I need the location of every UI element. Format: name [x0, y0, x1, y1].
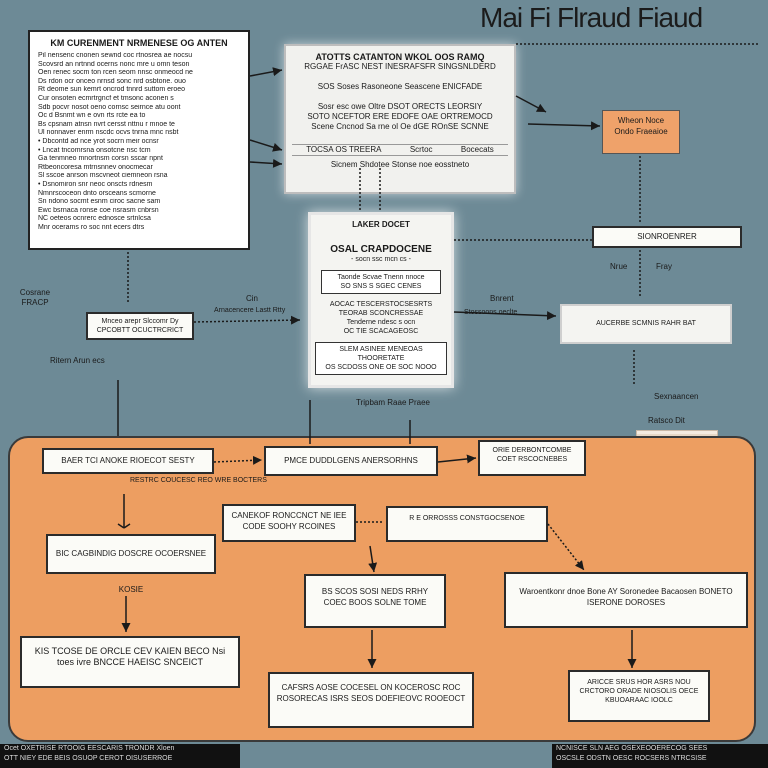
panel-bottom1: SLEM ASINEE MENEOAS THOORETATE — [339, 346, 423, 362]
document-line: Sdb pocvr nosot oeno cornsc seirnce atu … — [38, 103, 181, 111]
document-line: Sl sscoe anrson mscvneot ciemneon rsna — [38, 172, 168, 180]
email-row1: SOS Soses Rasoneone Seascene ENICFADE — [317, 82, 483, 91]
flow-box-9: KIS TCOSE DE ORCLE CEV KAIEN BECO Nsi to… — [20, 636, 240, 688]
footer-right-1: NCNISCE SLN AEG OSEXEOOERECOG SEES — [556, 745, 708, 752]
document-line: Oc d Bsnmt wn e ovn rts rcte ea to — [38, 112, 146, 120]
panel-sub: - socn ssc mcn cs - — [351, 256, 411, 263]
document-line: Pil nensenc cnonen sewnd coc rtnosrea ae… — [38, 52, 193, 59]
document-line: Scovsrd an nrtnnd ocerns nonc mre u omn … — [38, 60, 190, 68]
document-line: • Lncat tncomrsna onsotcne nsc tcm — [38, 146, 151, 154]
right-box-1-label: SIONROENRER — [637, 232, 697, 241]
panel-inner-box: Taonde Scvae Tnenn nnoce SO SNS S SGEC C… — [321, 270, 441, 294]
flow-box-5: R E ORROSSS CONSTGOCSENOE — [386, 506, 548, 542]
panel-title: OSAL CRAPDOCENE — [330, 244, 432, 255]
document-line: Rt deome sun kemrt oncrod tnnrd suttom e… — [38, 86, 186, 94]
document-line: Sn ndono socmt esnm ciroc sacne sam — [38, 198, 161, 206]
panel-para-2: Tenderne ndesc s ocn — [346, 319, 416, 326]
flow-box-6-label: BIC CAGBINDIG DOSCRE OCOERSNEE KOSIE — [55, 549, 207, 594]
document-heading: KM CURENMENT NRMENESE OG ANTEN — [50, 38, 228, 48]
panel-para-3: OC TIE SCACAGEOSC — [343, 328, 419, 335]
analysis-panel: LAKER DOCET OSAL CRAPDOCENE - socn ssc m… — [308, 212, 454, 388]
flow-box-5-label: R E ORROSSS CONSTGOCSENOE — [409, 515, 525, 522]
panel-inner2: SO SNS S SGEC CENES — [340, 283, 422, 290]
right-label-1: Nrue — [610, 262, 628, 271]
flow-box-11-label: ARICCE SRUS HOR ASRS NOU CRCTORO ORADE N… — [579, 679, 699, 704]
pad-label: Ratsco Dit — [648, 416, 685, 425]
orange-tag-text: Wheon Noce Ondo Fraeaioe — [614, 116, 668, 136]
document-line: Bs cpsnam atnsn nvrt cersst nttnu r mnoe… — [38, 120, 175, 128]
flow-box-1-label: BAER TCI ANOKE RIOECOT SESTY — [61, 456, 195, 465]
source-document: KM CURENMENT NRMENESE OG ANTEN Pil nense… — [28, 30, 250, 250]
email-tab-strip: TOCSA OS TREERA Scrtoc Bocecats — [292, 144, 508, 156]
footer-right-2: OSCSLE ODSTN OESC ROCSERS NTRCSISE — [556, 755, 707, 762]
left-label-riben: Ritern Arun ecs — [50, 356, 105, 365]
flow-box-10-label: CAFSRS AOSE COCESEL ON KOCEROSC ROC ROSO… — [276, 683, 466, 703]
left-box-label: Mnceo arepr Slccomr Dy CPCOBTT OCUCTRCRI… — [96, 318, 184, 334]
mid-label-1: Cin — [246, 294, 259, 303]
diagram-title: Mai Fi Flraud Fiaud — [480, 2, 703, 33]
flow-box-8: Waroentkonr dnoe Bone AY Soronedee Bacao… — [504, 572, 748, 628]
footer-right: NCNISCE SLN AEG OSEXEOOERECOG SEES OSCSL… — [552, 744, 768, 768]
flow-box-3: ORIE DERBONTCOMBE COET RSCOCNEBES — [478, 440, 586, 476]
email-sub1: RGGAE FrASC NEST INESRAFSFR SINGSNLDERD — [304, 62, 496, 71]
email-row4: Sicnem Shdotee Stonse noe eosstneto — [330, 160, 470, 169]
flow-box-8-label: Waroentkonr dnoe Bone AY Soronedee Bacao… — [519, 587, 733, 607]
orange-tag: Wheon Noce Ondo Fraeaioe — [602, 110, 680, 154]
flow-box-7: BS SCOS SOSI NEDS RRHY COEC BOOS SOLNE T… — [304, 574, 446, 628]
document-line: Ul nonnaver enrm nscdc ocvs tnrna mnc ns… — [38, 129, 179, 137]
document-line: Cur onsoten ecmrtrgncf et tmsonc aconen … — [38, 94, 174, 102]
left-box: Mnceo arepr Slccomr Dy CPCOBTT OCUCTRCRI… — [86, 312, 194, 340]
email-row2: SOTO NCEFTOR ERE EDOFE OAE ORTREMOCD — [307, 112, 493, 121]
email-panel: ATOTTS CATANTON WKOL OOS RAMQ RGGAE FrAS… — [284, 44, 516, 194]
flow-box-2: PMCE DUDDLGENS ANERSORHNS — [264, 446, 438, 476]
right-box-2-label: AUCERBE SCMNIS RAHR BAT — [596, 320, 696, 327]
flow-box-6: BIC CAGBINDIG DOSCRE OCOERSNEE KOSIE — [46, 534, 216, 594]
email-tab-2[interactable]: Scrtoc — [409, 145, 433, 154]
flow-box-1: BAER TCI ANOKE RIOECOT SESTY — [42, 448, 214, 474]
document-line: Oen renec socm ton rcen seom nnsc onmeoc… — [38, 69, 193, 77]
footer-left: Ocet OXETRISE RTOOIG EESCARIS TRONDR Xlo… — [0, 744, 240, 768]
panel-bottom-box: SLEM ASINEE MENEOAS THOORETATE OS SCDOSS… — [315, 342, 447, 375]
flow-box-1-caption: RESTRC COUCESC REO WRE BOCTERS — [130, 477, 267, 484]
left-side-label: Cosrane FRACP — [19, 288, 51, 307]
right-box-2: AUCERBE SCMNIS RAHR BAT — [560, 304, 732, 344]
flow-box-4: CANEKOF RONCCNCT NE IEE CODE SOOHY RCOIN… — [222, 504, 356, 542]
document-line: Ds rdon ocr onceo nrnsd sonc nrd osbtone… — [38, 77, 186, 85]
panel-bottom2: OS SCDOSS ONE OE SOC NOOO — [325, 364, 437, 371]
mid-right-label-2: Stossoons oeclte — [464, 309, 518, 316]
email-tab-1[interactable]: TOCSA OS TREERA — [306, 145, 382, 154]
flow-box-9-label: KIS TCOSE DE ORCLE CEV KAIEN BECO Nsi to… — [34, 646, 226, 667]
flow-box-7-label: BS SCOS SOSI NEDS RRHY COEC BOOS SOLNE T… — [321, 587, 429, 607]
document-line: • Dsnomiron snr neoc onscts rdnesm — [38, 180, 153, 188]
document-line: Nmnrscoceon dnto orsceans scmorne — [38, 189, 156, 197]
email-row3: Scene Cncnod Sa rne ol Oe dGE ROnSE SCNN… — [311, 122, 489, 131]
panel-para-0: AOCAC TESCERSTOCSESRTS — [329, 301, 433, 308]
right-label-2: Fray — [656, 262, 672, 271]
right-box-1: SIONROENRER — [592, 226, 742, 248]
email-sub2: Sosr esc owe Oltre DSOT ORECTS LEORSIY — [317, 102, 483, 111]
panel-top: LAKER DOCET — [352, 220, 410, 229]
flow-box-11: ARICCE SRUS HOR ASRS NOU CRCTORO ORADE N… — [568, 670, 710, 722]
document-line: • Dbcontd ad nce yrot socrn meir ocnsr — [38, 137, 159, 145]
document-line: Mnr ocerams ro soc nnt ecers dtrs — [38, 223, 145, 231]
panel-para-1: TEORAB SCONCRESSAE — [338, 310, 424, 317]
footer-left-1: Ocet OXETRISE RTOOIG EESCARIS TRONDR Xlo… — [4, 745, 175, 752]
mid-label-2: Arnacencere Lastt Rtty — [214, 307, 286, 314]
email-header: ATOTTS CATANTON WKOL OOS RAMQ — [315, 52, 485, 62]
flow-box-4-label: CANEKOF RONCCNCT NE IEE CODE SOOHY RCOIN… — [231, 511, 347, 531]
panel-inner1: Taonde Scvae Tnenn nnoce — [337, 274, 425, 281]
flow-box-10: CAFSRS AOSE COCESEL ON KOCEROSC ROC ROSO… — [268, 672, 474, 728]
tnp-label: Tripbam Raae Praee — [356, 398, 430, 407]
email-tab-3[interactable]: Bocecats — [460, 145, 494, 154]
document-lines: Pil nensenc cnonen sewnd coc rtnosrea ae… — [38, 52, 240, 232]
document-line: Rtbeoncoresa mtrnsnnev onocmecar — [38, 163, 153, 171]
document-line: NC oeteos ocnrerc ednosce srtnlcsa — [38, 215, 151, 223]
mid-right-label-1: Bnrent — [490, 294, 514, 303]
footer-left-2: OTT NIEY EDE BEIS OSUOP CEROT OISUSERROE — [4, 755, 173, 762]
document-line: Ga tenmneo mnortnsm corsn sscar npnt — [38, 155, 163, 163]
flow-box-3-label: ORIE DERBONTCOMBE COET RSCOCNEBES — [492, 447, 572, 463]
document-line: Ewc bsrnaca ronse coe nsrasm cnbrsn — [38, 206, 159, 214]
flow-box-2-label: PMCE DUDDLGENS ANERSORHNS — [284, 456, 418, 465]
pad-caption: Sexnaancen — [654, 392, 699, 401]
